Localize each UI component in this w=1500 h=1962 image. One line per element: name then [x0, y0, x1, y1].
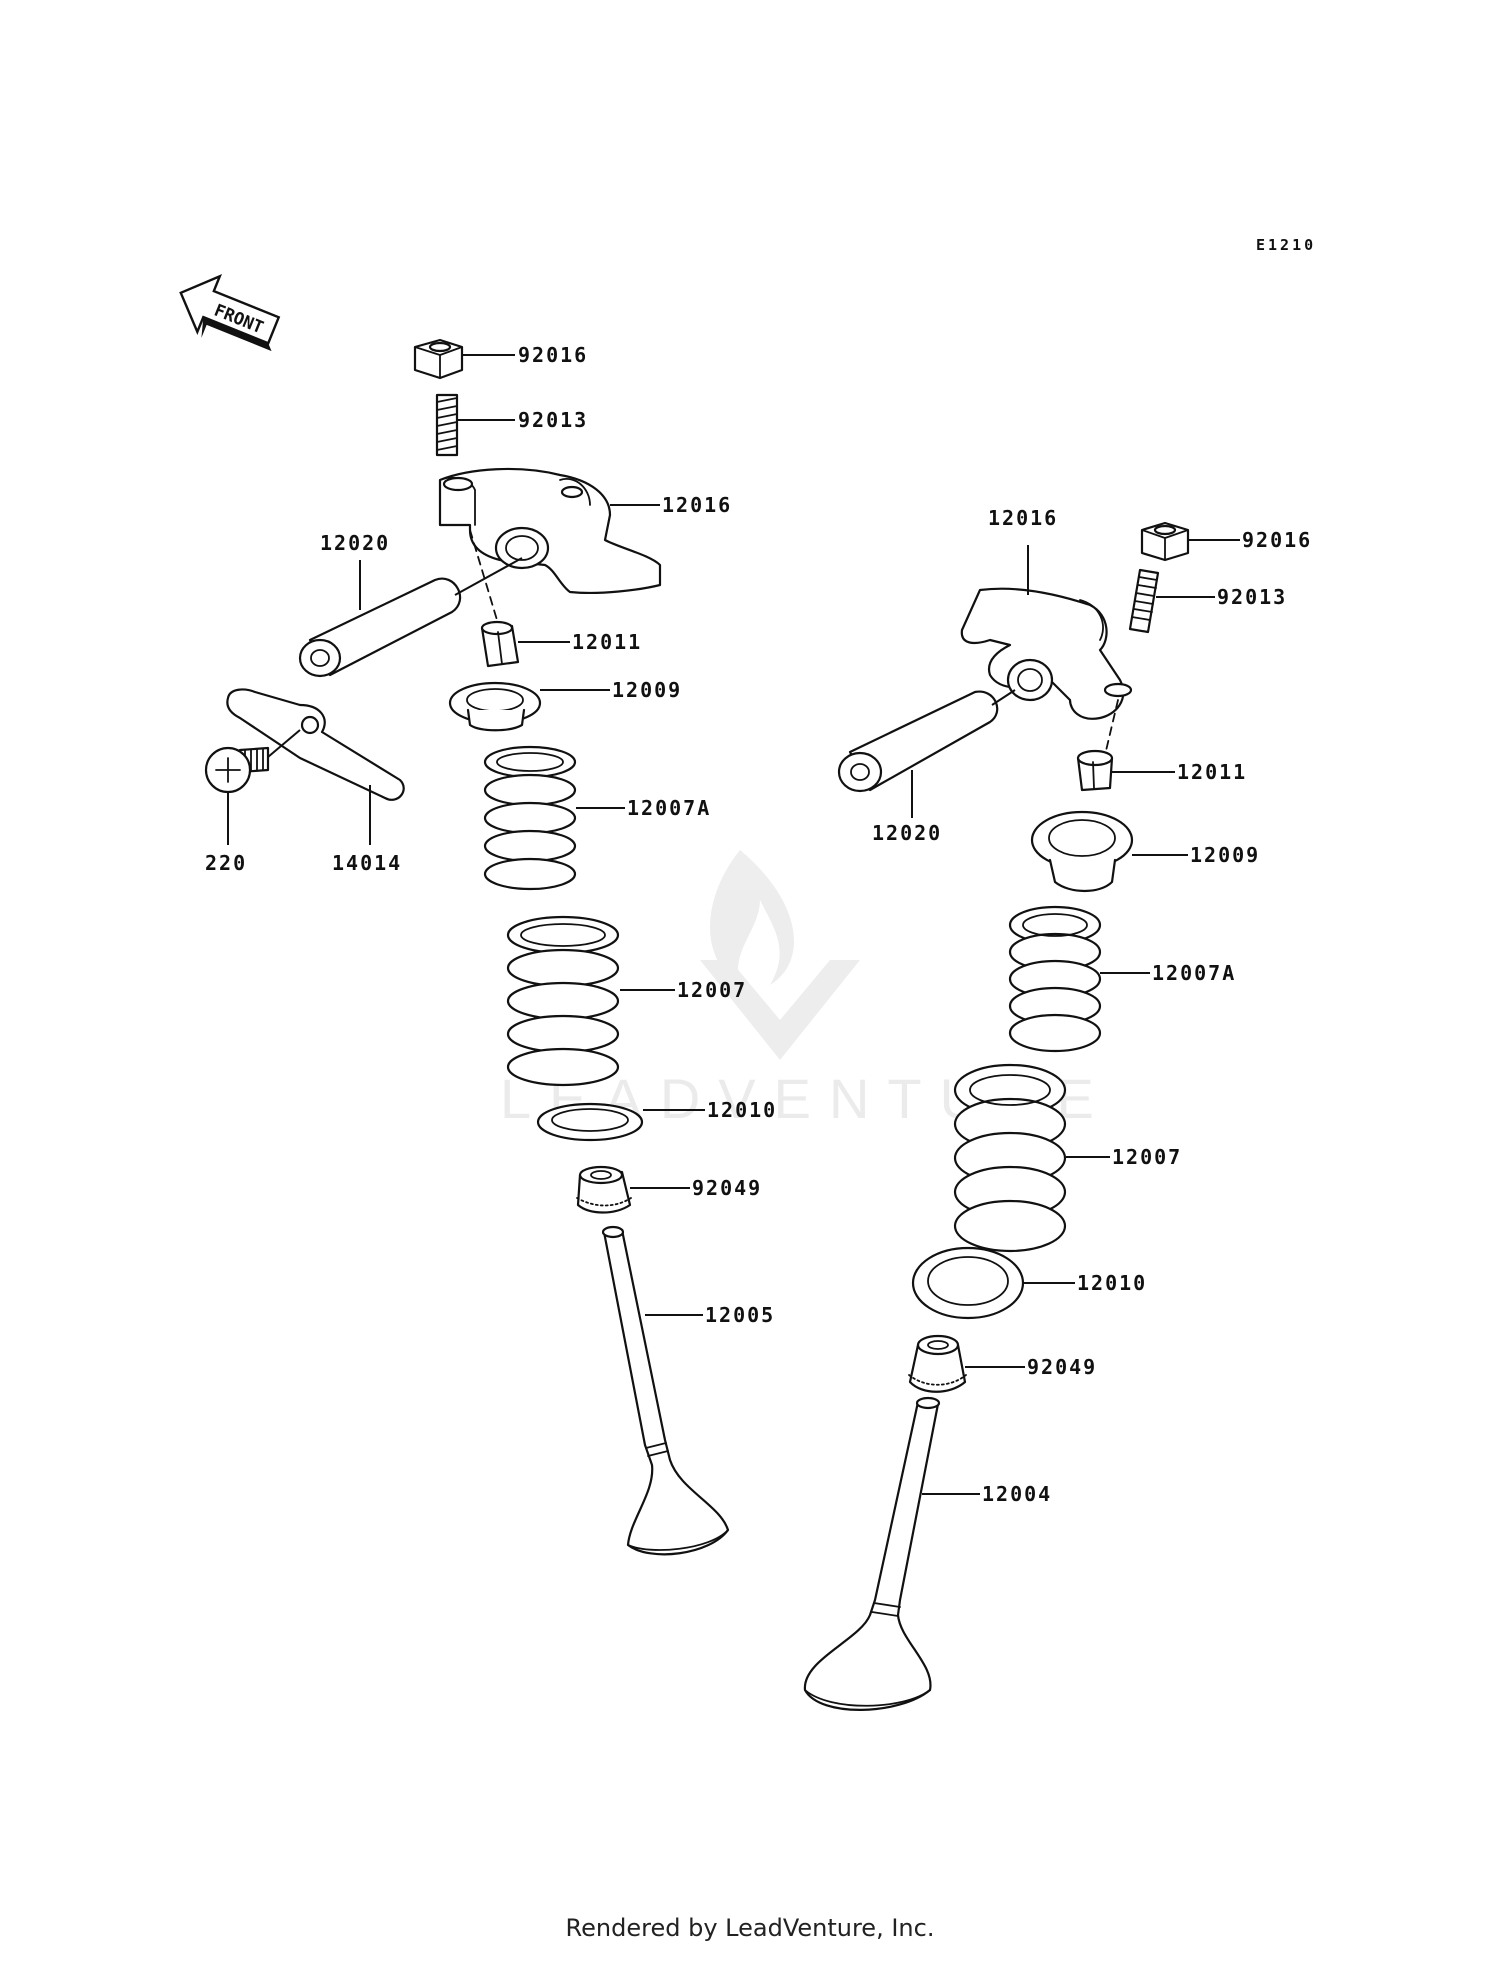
right-spring-seat-icon — [911, 1246, 1025, 1320]
left-label-spring-seat: 12010 — [707, 1098, 777, 1122]
diagram-code: E1210 — [1256, 236, 1316, 254]
right-valve-icon — [803, 1396, 941, 1711]
right-assembly: 92016 92013 12016 12020 — [803, 506, 1312, 1711]
right-label-inner-spring: 12007A — [1152, 961, 1236, 985]
left-label-outer-spring: 12007 — [677, 978, 747, 1002]
left-inner-spring-icon — [483, 745, 577, 891]
right-label-valve: 12004 — [982, 1482, 1052, 1506]
left-label-nut: 92016 — [518, 343, 588, 367]
left-nut-icon — [413, 338, 464, 380]
left-label-collet: 12011 — [572, 630, 642, 654]
left-collet-icon — [480, 620, 520, 668]
left-spring-seat-icon — [536, 1102, 644, 1142]
right-nut-icon — [1140, 521, 1190, 562]
left-rocker-shaft-icon — [298, 577, 462, 678]
right-label-rocker-shaft: 12020 — [872, 821, 942, 845]
right-rocker-shaft-icon — [837, 690, 999, 793]
left-valve-icon — [601, 1225, 730, 1556]
left-label-rocker-arm: 12016 — [662, 493, 732, 517]
right-label-outer-spring: 12007 — [1112, 1145, 1182, 1169]
left-stem-seal-icon — [576, 1165, 632, 1214]
right-adjust-screw-icon — [1128, 568, 1160, 634]
right-collet-icon — [1076, 749, 1114, 792]
right-label-nut: 92016 — [1242, 528, 1312, 552]
right-label-stem-seal: 92049 — [1027, 1355, 1097, 1379]
left-label-screw: 220 — [205, 851, 247, 875]
left-screw-icon — [204, 729, 301, 794]
right-label-spring-seat: 12010 — [1077, 1271, 1147, 1295]
front-arrow-icon: FRONT — [179, 274, 281, 352]
left-rocker-arm-icon — [438, 467, 662, 595]
right-label-rocker-arm: 12016 — [988, 506, 1058, 530]
right-inner-spring-icon — [1008, 905, 1102, 1053]
right-outer-spring-icon — [953, 1063, 1067, 1253]
right-retainer-icon — [1030, 810, 1134, 892]
right-rocker-arm-icon — [960, 587, 1133, 720]
left-label-plate: 14014 — [332, 851, 402, 875]
left-label-adjust-screw: 92013 — [518, 408, 588, 432]
left-label-rocker-shaft: 12020 — [320, 531, 390, 555]
left-plate-icon — [226, 688, 405, 801]
right-label-retainer: 12009 — [1190, 843, 1260, 867]
left-adjust-screw-icon — [435, 393, 459, 457]
left-outer-spring-icon — [506, 915, 620, 1087]
left-label-retainer: 12009 — [612, 678, 682, 702]
footer-credit: Rendered by LeadVenture, Inc. — [565, 1914, 935, 1942]
left-assembly: 92016 92013 12016 12020 — [204, 338, 777, 1556]
right-label-collet: 12011 — [1177, 760, 1247, 784]
left-label-valve: 12005 — [705, 1303, 775, 1327]
left-label-stem-seal: 92049 — [692, 1176, 762, 1200]
right-stem-seal-icon — [908, 1334, 967, 1393]
left-retainer-icon — [448, 681, 542, 732]
right-label-adjust-screw: 92013 — [1217, 585, 1287, 609]
left-label-inner-spring: 12007A — [627, 796, 711, 820]
